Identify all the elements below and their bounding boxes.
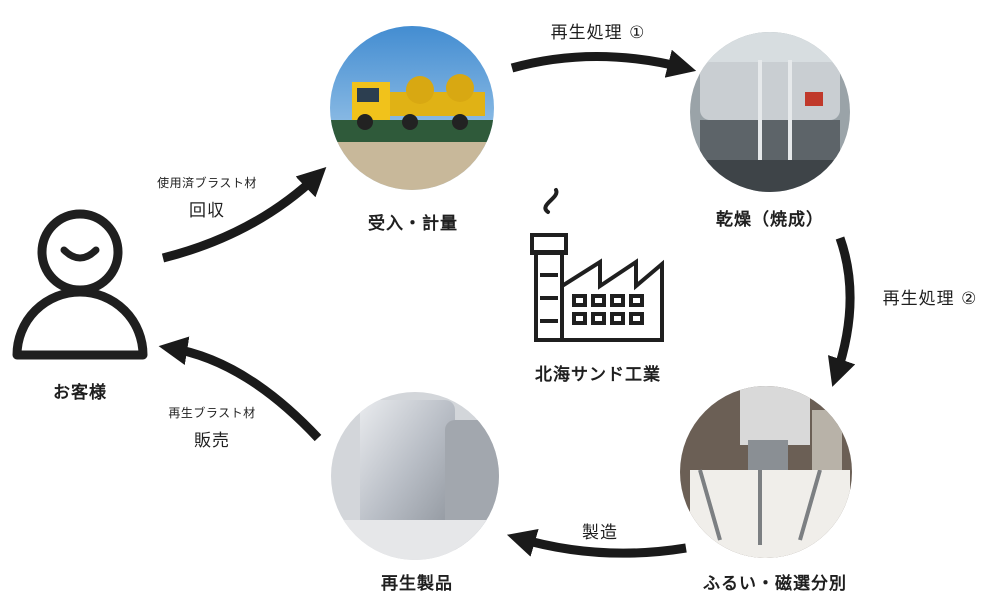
arrow-sell — [158, 336, 322, 442]
sell-label: 販売 — [194, 431, 230, 451]
sieving-separation-photo — [680, 386, 852, 558]
truck-weighing-photo — [330, 26, 494, 190]
rotary-dryer-photo — [690, 32, 850, 192]
company-name: 北海サンド工業 — [535, 365, 661, 385]
recycled-product-label: 再生製品 — [381, 574, 453, 594]
arrow-make — [506, 529, 687, 558]
receive-weighing-label: 受入・計量 — [368, 214, 458, 234]
arrow-process-2 — [827, 236, 856, 387]
make-label: 製造 — [582, 523, 618, 543]
sell-sub-label: 再生ブラスト材 — [168, 406, 256, 420]
process-2-label: 再生処理 ② — [882, 289, 978, 309]
arrow-process-1 — [510, 49, 697, 78]
collect-label: 回収 — [189, 201, 225, 221]
factory-icon — [530, 188, 664, 342]
arrow-collect — [161, 167, 327, 263]
collect-sub-label: 使用済ブラスト材 — [157, 176, 257, 190]
process-1-label: 再生処理 ① — [550, 23, 646, 43]
drying-label: 乾燥（焼成） — [716, 210, 824, 230]
customer-label: お客様 — [53, 383, 107, 403]
recycled-product-bags-photo — [331, 392, 499, 560]
customer-person-icon — [12, 209, 148, 360]
sieving-label: ふるい・磁選分別 — [703, 574, 847, 594]
